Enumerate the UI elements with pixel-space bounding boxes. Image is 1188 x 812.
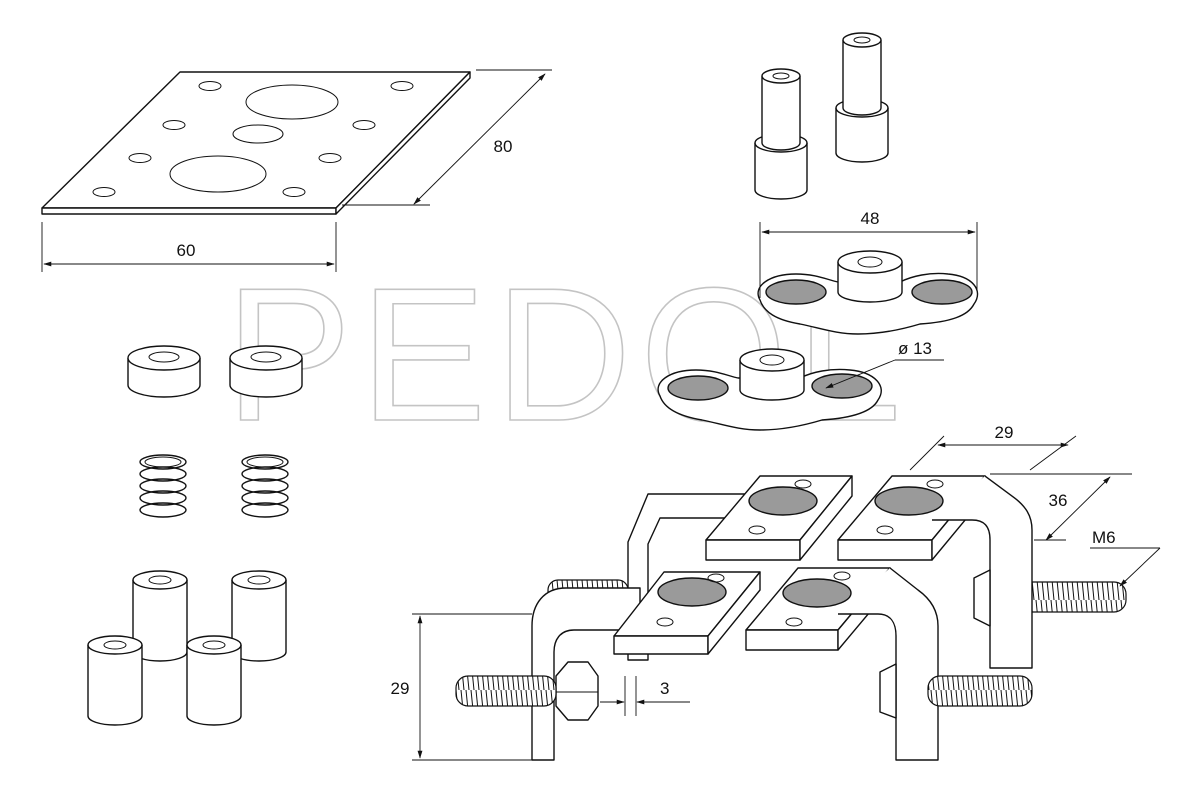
bracket-spacing-label: 29: [995, 423, 1014, 442]
spacer-bushing: [186, 635, 242, 726]
spacer-bushing: [231, 570, 287, 662]
gap-dimension: 3: [600, 676, 690, 716]
stepped-bushing: [835, 32, 889, 163]
bracket-depth-label: 36: [1049, 491, 1068, 510]
bracket-height-dimension: 29: [391, 613, 532, 761]
gap-width-label: 3: [660, 679, 669, 698]
pad-span-dimension: 48: [759, 209, 978, 298]
bracket-height-label: 29: [391, 679, 410, 698]
thread-size-label: M6: [1092, 528, 1116, 547]
mounting-plate: [41, 71, 471, 215]
plate-width-label: 60: [177, 241, 196, 260]
plate-width-dimension: 60: [41, 222, 337, 272]
coil-spring: [241, 454, 289, 518]
coil-spring: [139, 454, 187, 518]
spacer-bushing: [87, 635, 143, 726]
plate-depth-dimension: 80: [342, 69, 552, 206]
threaded-rod: [455, 675, 557, 707]
pad-diameter-callout: ø 13: [825, 339, 944, 389]
pad-span-label: 48: [861, 209, 880, 228]
stepped-bushing: [754, 68, 808, 200]
pad-bracket: [745, 567, 939, 761]
pad-carrier: [757, 250, 979, 335]
threaded-rod: [1017, 581, 1127, 613]
pad-bracket: [531, 571, 761, 761]
spacer-bushing: [132, 570, 188, 662]
thread-size-callout: M6: [1090, 528, 1161, 587]
pad-bracket: [837, 475, 1033, 669]
plate-depth-label: 80: [494, 137, 513, 156]
rubber-washer: [229, 345, 303, 398]
threaded-rod: [927, 675, 1033, 707]
bracket-spacing-dimension: 29: [909, 423, 1077, 471]
bracket-depth-dimension: 36: [990, 473, 1132, 541]
pad-diameter-label: ø 13: [898, 339, 932, 358]
rubber-washer: [127, 345, 201, 398]
